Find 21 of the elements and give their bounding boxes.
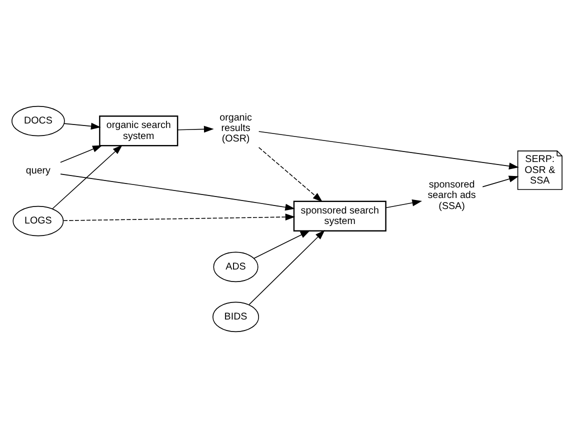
arrow [258, 147, 323, 202]
node-box: sponsored search system [293, 200, 386, 232]
node-text: query [26, 166, 50, 177]
node-ellipse: BIDS [212, 302, 260, 332]
arrow [52, 144, 122, 209]
node-ellipse: DOCS [12, 106, 65, 136]
node-ellipse: LOGS [12, 206, 64, 236]
node-box: organic search system [99, 116, 178, 146]
arrow [248, 230, 325, 306]
arrow [60, 174, 296, 211]
node-text: organic results (OSR) [220, 112, 252, 145]
arrow [63, 214, 296, 222]
arrow [60, 145, 102, 163]
arrow [482, 176, 519, 188]
arrow [64, 122, 101, 130]
node-ellipse: ADS [213, 252, 258, 282]
node-text: sponsored search ads (SSA) [428, 180, 476, 212]
arrow [385, 199, 422, 208]
arrow [177, 126, 214, 133]
arrow [258, 131, 519, 170]
arrow [254, 230, 310, 259]
